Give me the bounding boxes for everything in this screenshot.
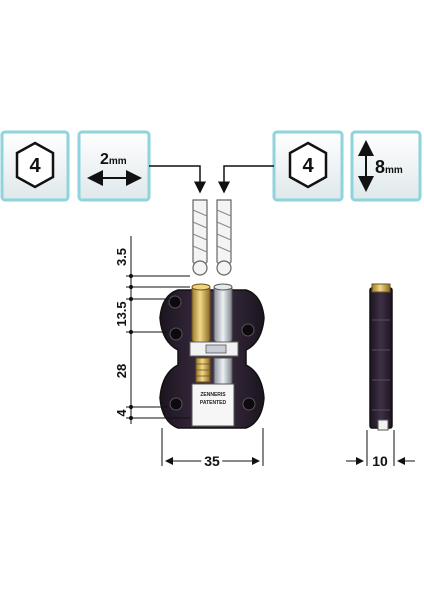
icon-box-diameter: 2mm — [77, 130, 151, 202]
hex-size-label: 4 — [29, 155, 41, 177]
dim-bottom-section: 4 — [114, 409, 129, 417]
dim-top-gap: 3.5 — [114, 248, 129, 266]
label-plate-line1: ZENNERIS — [200, 392, 226, 398]
dim-upper-section: 13.5 — [114, 301, 129, 326]
width-dimension — [161, 428, 264, 466]
length-unit: mm — [385, 165, 403, 176]
icon-box-hex-left: 4 — [0, 130, 70, 202]
icon-box-hex-right: 4 — [272, 130, 344, 202]
fitting-front-view: ZENNERIS PATENTED — [159, 283, 265, 429]
screw-right — [216, 199, 232, 276]
hex-size-label-2: 4 — [302, 155, 314, 177]
label-plate — [191, 383, 235, 427]
screw-left — [192, 199, 208, 276]
svg-text:2mm: 2mm — [100, 151, 127, 168]
diameter-unit: mm — [109, 156, 127, 167]
dim-width: 35 — [204, 453, 220, 469]
svg-text:8mm: 8mm — [375, 157, 403, 177]
diameter-number: 2 — [100, 151, 109, 168]
label-plate-line2: PATENTED — [200, 400, 227, 406]
fitting-side-view — [369, 283, 393, 431]
dim-middle-section: 28 — [114, 364, 129, 378]
dim-depth: 10 — [372, 453, 388, 469]
vertical-dimensions — [126, 236, 190, 424]
leader-arrows — [149, 165, 274, 194]
length-number: 8 — [375, 157, 385, 177]
icon-box-length: 8mm — [350, 130, 422, 202]
hexagon-icon — [15, 141, 55, 189]
hexagon-icon — [288, 141, 328, 189]
depth-dimension — [346, 430, 415, 466]
